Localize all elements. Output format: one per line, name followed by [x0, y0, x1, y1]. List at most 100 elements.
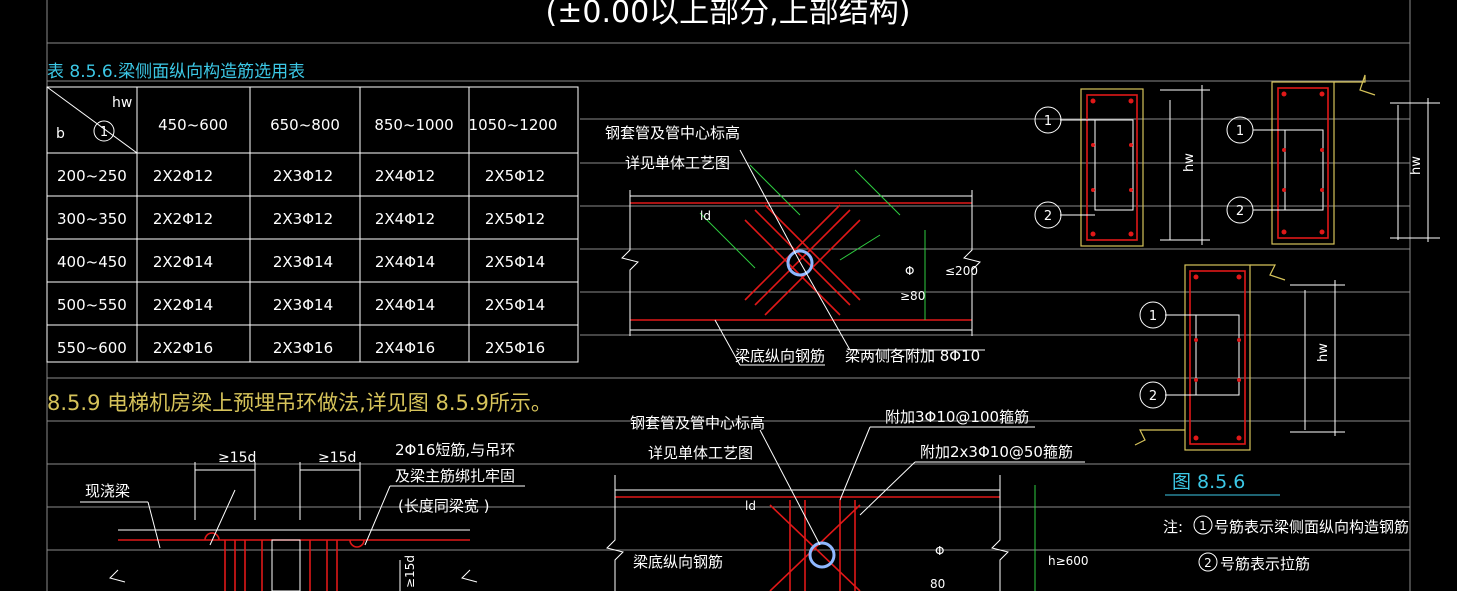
sleeve1-label-side: 梁两侧各附加 8Φ10 [845, 347, 980, 365]
table-row: 300~350 2X2Φ12 2X3Φ12 2X4Φ12 2X5Φ12 [57, 210, 545, 228]
section-c-marker-2-text: 2 [1149, 389, 1157, 404]
table-corner-circle [93, 120, 115, 142]
section-b-dim-hw: hw [1409, 156, 1424, 175]
sleeve2-dim-80: 80 [930, 577, 945, 591]
table-cell: 2X3Φ14 [273, 253, 333, 271]
section-c-dim-hw: hw [1316, 343, 1331, 362]
sleeve2-label-line1: 钢套管及管中心标高 [630, 414, 765, 432]
table-row-b: 200~250 [57, 167, 127, 185]
section-a-marker-1-text: 1 [1044, 114, 1052, 129]
table-column-header: 850~1000 [374, 116, 453, 134]
sleeve2-dim-h: h≥600 [1048, 554, 1089, 568]
table-cell: 2X2Φ16 [153, 339, 213, 357]
sleeve-detail-1 [621, 149, 985, 366]
table-cell: 2X3Φ16 [273, 339, 333, 357]
table-cell: 2X3Φ12 [273, 167, 333, 185]
hook-dim-15d-left: ≥15d [218, 450, 256, 466]
table-row-b: 300~350 [57, 210, 127, 228]
table-cell: 2X4Φ14 [375, 253, 435, 271]
sleeve1-label-bottom: 梁底纵向钢筋 [735, 347, 825, 365]
table-row-b: 500~550 [57, 296, 127, 314]
table-cell: 2X5Φ16 [485, 339, 545, 357]
hook-detail [80, 462, 525, 591]
section-b-marker-1 [1226, 116, 1254, 144]
table-row: 500~550 2X2Φ14 2X3Φ14 2X4Φ14 2X5Φ14 [57, 296, 545, 314]
note-1-marker-text: 1 [1199, 519, 1207, 533]
table-cell: 2X2Φ14 [153, 296, 213, 314]
rebar-table [46, 86, 579, 363]
note-2-text: 号筋表示拉筋 [1220, 555, 1310, 573]
table-column-header: 650~800 [270, 116, 340, 134]
note-1-text: 号筋表示梁侧面纵向构造钢筋 [1214, 518, 1409, 536]
section-a-marker-1 [1034, 106, 1062, 134]
sleeve2-label-stirrup1: 附加3Φ10@100箍筋 [885, 408, 1029, 426]
table-column-header: 450~600 [158, 116, 228, 134]
sleeve2-dim-ld: ld [745, 499, 756, 513]
section-b-marker-2-text: 2 [1236, 204, 1244, 219]
table-cell: 2X4Φ14 [375, 296, 435, 314]
section-c-marker-2 [1139, 381, 1167, 409]
sleeve2-dim-phi: Φ [935, 544, 944, 558]
note-prefix: 注: [1163, 518, 1183, 536]
sleeve-pipe [786, 249, 814, 277]
beam-section-a [1060, 85, 1210, 247]
table-corner-b: b [56, 126, 65, 142]
section-b-marker-2 [1226, 196, 1254, 224]
hook-label-bars-1: 2Φ16短筋,与吊环 [395, 441, 515, 459]
table-cell: 2X5Φ12 [485, 210, 545, 228]
note-2-marker [1198, 552, 1218, 572]
table-header-row: 450~600 650~800 850~1000 1050~1200 [158, 116, 557, 134]
figure-caption: 图 8.5.6 [1172, 471, 1245, 493]
section-a-marker-2-text: 2 [1044, 209, 1052, 224]
sleeve1-label-line1: 钢套管及管中心标高 [605, 124, 740, 142]
table-cell: 2X5Φ12 [485, 167, 545, 185]
note-2-marker-text: 2 [1204, 556, 1212, 570]
table-cell: 2X3Φ12 [273, 210, 333, 228]
sleeve2-label-stirrup2: 附加2x3Φ10@50箍筋 [920, 443, 1073, 461]
beam-section-b [1253, 74, 1440, 245]
sleeve1-dim-ge80: ≥80 [900, 289, 925, 303]
table-row: 400~450 2X2Φ14 2X3Φ14 2X4Φ14 2X5Φ14 [57, 253, 545, 271]
hook-label-bars-3: (长度同梁宽 ) [398, 497, 489, 515]
section-b-marker-1-text: 1 [1236, 124, 1244, 139]
hook-label-beam: 现浇梁 [85, 482, 130, 500]
table-cell: 2X2Φ12 [153, 210, 213, 228]
table-cell: 2X4Φ12 [375, 210, 435, 228]
hook-label-bars-2: 及梁主筋绑扎牢固 [395, 467, 515, 485]
section-a-dim-hw: hw [1182, 153, 1197, 172]
table-column-header: 1050~1200 [469, 116, 558, 134]
table-corner-circle-number: 1 [100, 125, 108, 140]
table-cell: 2X5Φ14 [485, 253, 545, 271]
sleeve1-dim-ld: ld [700, 209, 711, 223]
sleeve2-label-line2: 详见单体工艺图 [648, 444, 753, 462]
sleeve1-dim-le200: ≤200 [945, 264, 978, 278]
section-a-marker-2 [1034, 201, 1062, 229]
sleeve1-label-line2: 详见单体工艺图 [625, 154, 730, 172]
sleeve-pipe [808, 541, 836, 569]
section-859-heading: 8.5.9 电梯机房梁上预埋吊环做法,详见图 8.5.9所示。 [47, 391, 552, 415]
ruled-lines [47, 42, 1410, 551]
table-cell: 2X2Φ14 [153, 253, 213, 271]
sleeve-detail-2 [606, 426, 1085, 591]
table-cell: 2X5Φ14 [485, 296, 545, 314]
note-1-marker [1193, 515, 1213, 535]
table-cell: 2X2Φ12 [153, 167, 213, 185]
table-row-b: 550~600 [57, 339, 127, 357]
sleeve1-dim-phi: Φ [905, 264, 914, 278]
hook-dim-vertical: ≥15d [403, 555, 417, 588]
section-c-marker-1-text: 1 [1149, 309, 1157, 324]
beam-section-c [1134, 264, 1345, 451]
section-c-marker-1 [1139, 301, 1167, 329]
table-corner-hw: hw [112, 95, 132, 111]
page-title: (±0.00以上部分,上部结构) [546, 0, 911, 30]
table-row: 550~600 2X2Φ16 2X3Φ16 2X4Φ16 2X5Φ16 [57, 339, 545, 357]
table-row-b: 400~450 [57, 253, 127, 271]
table-caption: 表 8.5.6.梁侧面纵向构造筋选用表 [47, 62, 305, 82]
table-cell: 2X4Φ12 [375, 167, 435, 185]
hook-dim-15d-right: ≥15d [318, 450, 356, 466]
table-cell: 2X4Φ16 [375, 339, 435, 357]
sleeve2-label-bottom: 梁底纵向钢筋 [633, 553, 723, 571]
table-cell: 2X3Φ14 [273, 296, 333, 314]
table-row: 200~250 2X2Φ12 2X3Φ12 2X4Φ12 2X5Φ12 [57, 167, 545, 185]
